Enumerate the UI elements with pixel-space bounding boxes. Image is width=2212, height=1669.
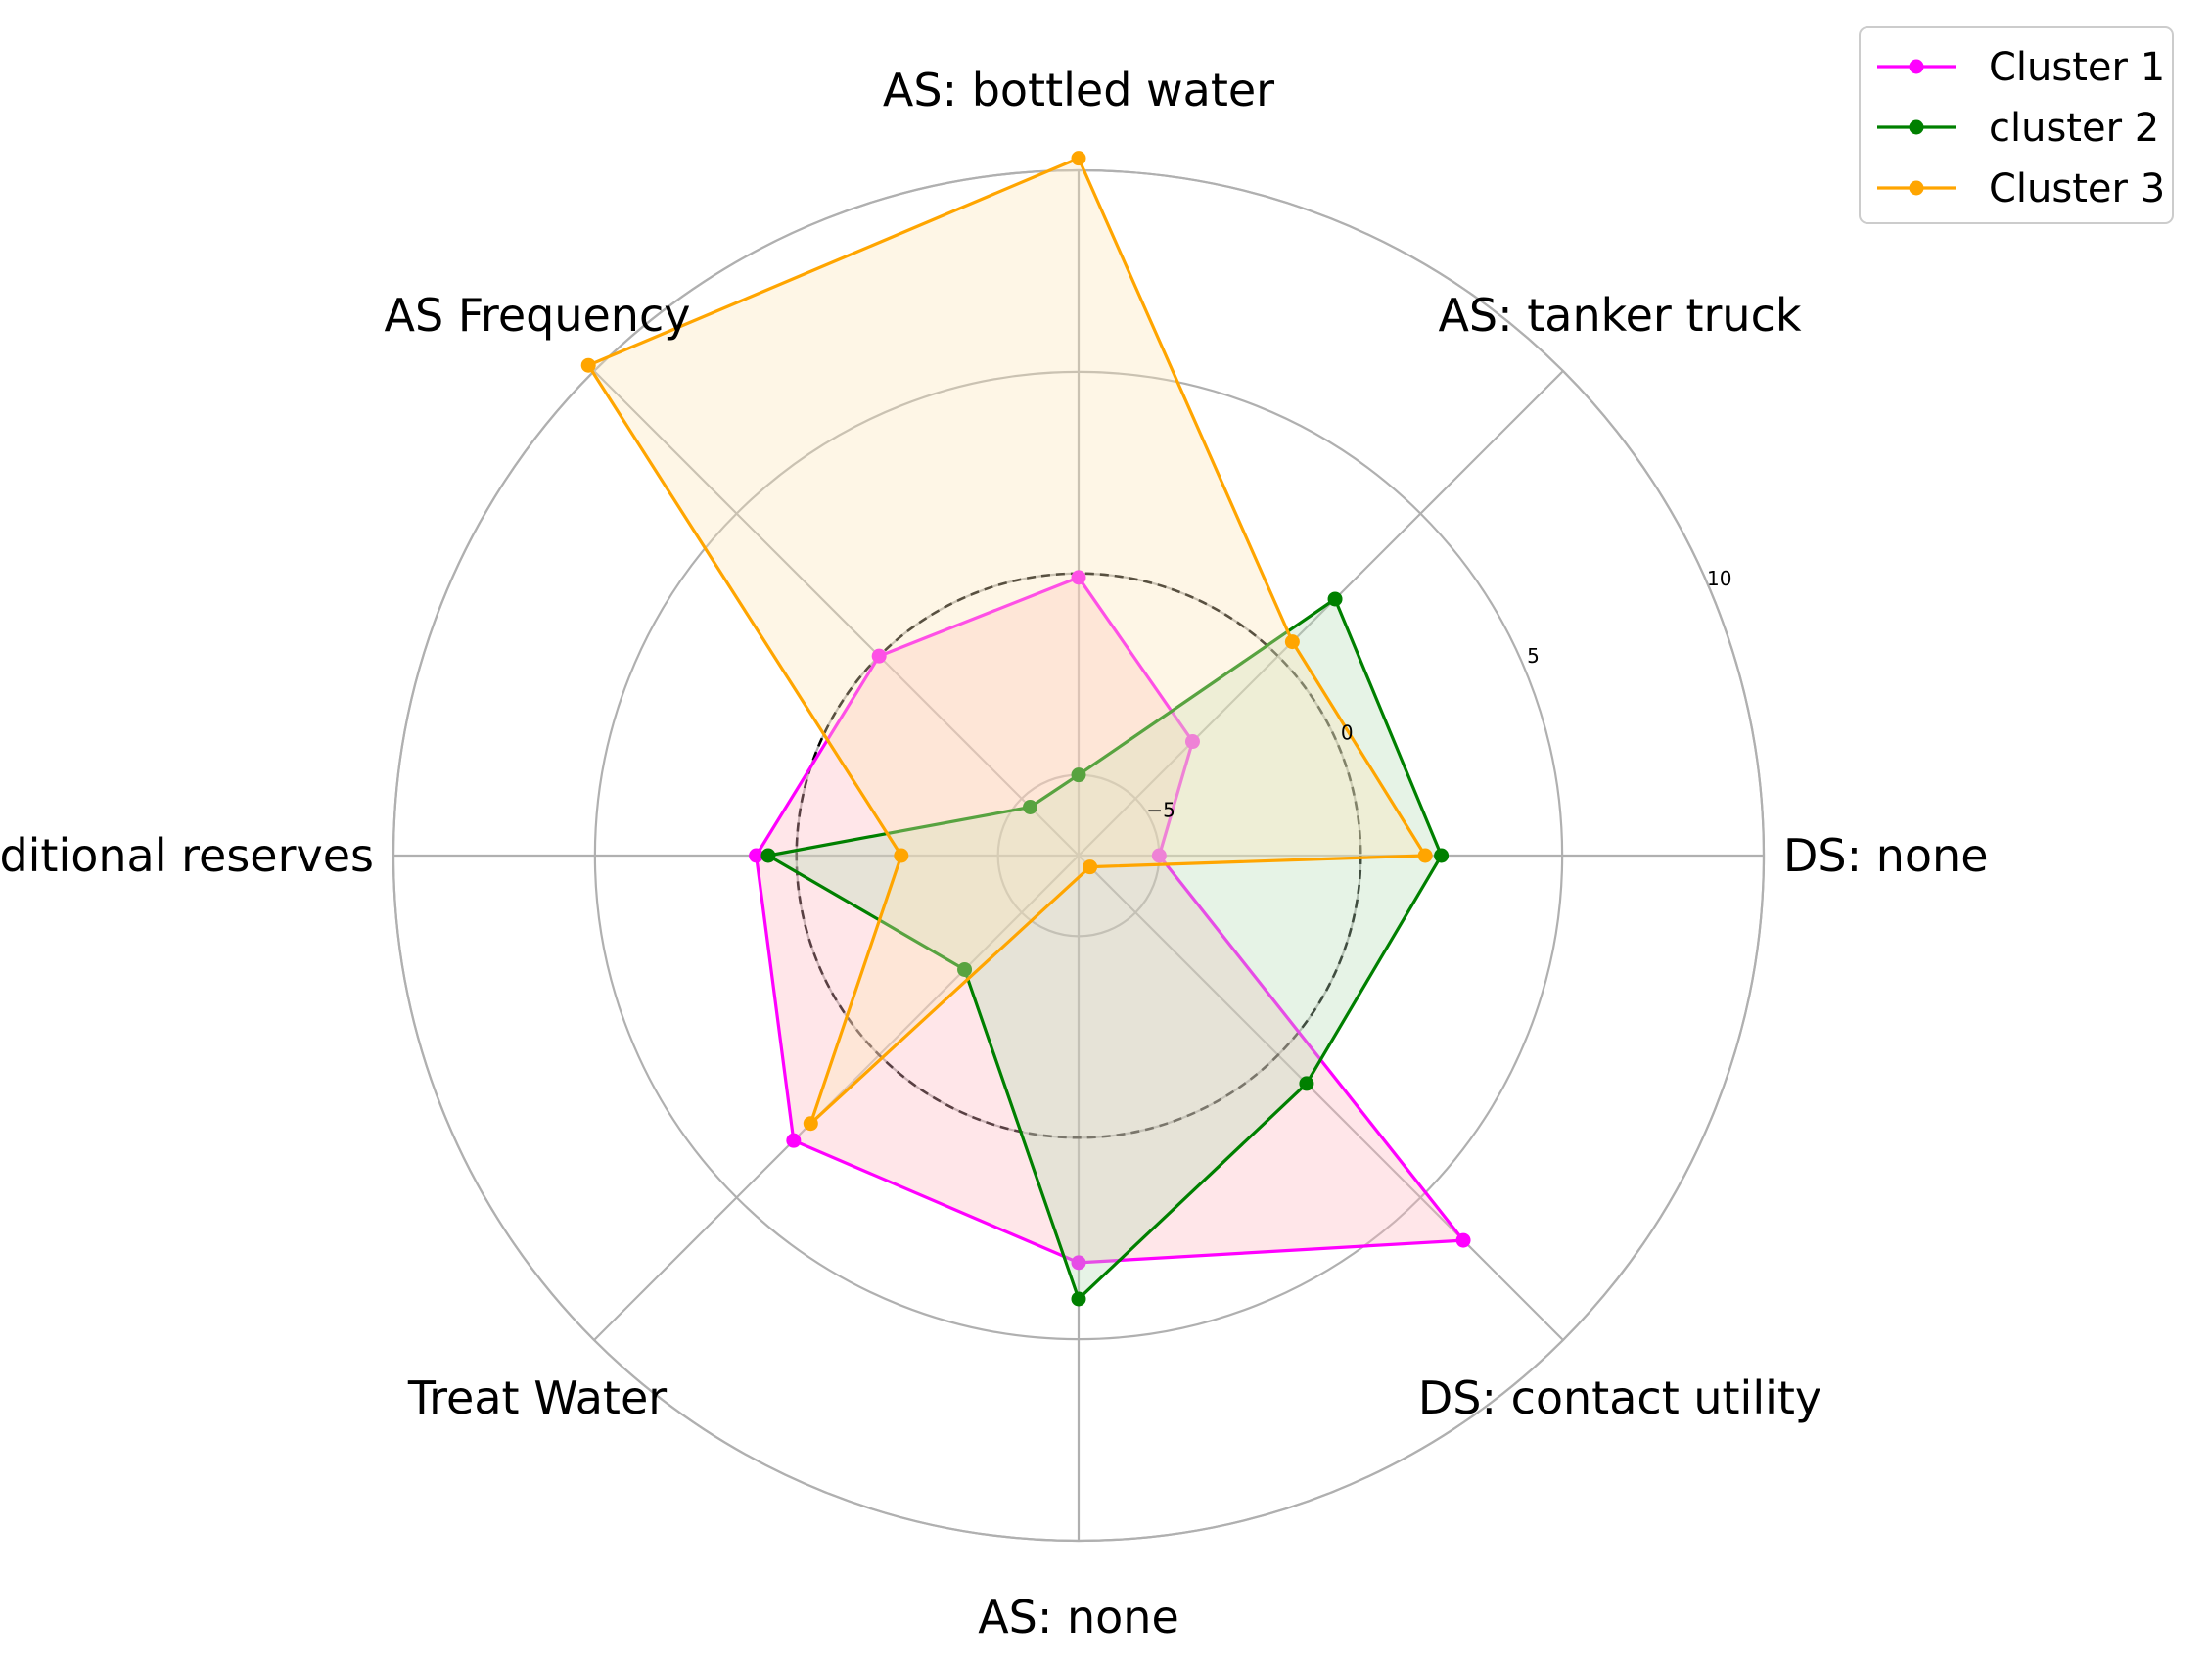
data-point bbox=[786, 1133, 802, 1148]
radar-grid bbox=[392, 168, 1766, 1543]
data-point bbox=[1071, 1291, 1086, 1307]
axis-label: DS: additional reserves bbox=[0, 829, 374, 882]
data-point bbox=[894, 848, 909, 863]
legend-label: cluster 2 bbox=[1989, 106, 2159, 151]
radial-tick-label: 10 bbox=[1707, 567, 1731, 590]
data-point bbox=[957, 961, 973, 977]
axis-label: AS: bottled water bbox=[883, 64, 1274, 116]
radial-tick-label: 0 bbox=[1341, 721, 1354, 745]
data-point bbox=[1284, 634, 1300, 650]
legend-marker bbox=[1909, 119, 1924, 135]
data-point bbox=[1071, 767, 1086, 783]
data-point bbox=[1299, 1076, 1314, 1091]
data-point bbox=[1071, 570, 1086, 585]
radar-series bbox=[580, 151, 1471, 1307]
legend: Cluster 1 cluster 2 Cluster 3 bbox=[1859, 26, 2174, 224]
data-point bbox=[1071, 1255, 1086, 1271]
axis-label: AS: none bbox=[978, 1591, 1179, 1644]
radial-tick-label: 5 bbox=[1527, 644, 1540, 668]
legend-label: Cluster 3 bbox=[1989, 166, 2165, 211]
data-point bbox=[1417, 848, 1433, 863]
axis-label: Treat Water bbox=[407, 1371, 667, 1424]
legend-marker bbox=[1909, 59, 1924, 74]
data-point bbox=[871, 648, 887, 664]
data-point bbox=[1434, 848, 1450, 863]
data-point bbox=[1184, 734, 1200, 750]
series-fill bbox=[756, 577, 1464, 1263]
data-point bbox=[1327, 591, 1343, 607]
axis-label: AS: tanker truck bbox=[1438, 289, 1801, 342]
data-point bbox=[1023, 800, 1038, 815]
legend-label: Cluster 1 bbox=[1989, 45, 2165, 90]
data-point bbox=[1151, 848, 1167, 863]
data-point bbox=[760, 848, 776, 863]
data-point bbox=[749, 848, 764, 863]
axis-label: AS Frequency bbox=[385, 289, 691, 342]
data-point bbox=[580, 357, 596, 373]
data-point bbox=[1071, 151, 1086, 166]
series-fill bbox=[767, 599, 1442, 1299]
grid-spoke bbox=[1078, 855, 1564, 1341]
series-fill bbox=[588, 158, 1426, 1124]
legend-box bbox=[1859, 26, 2174, 224]
data-point bbox=[1083, 859, 1098, 875]
grid-spoke bbox=[593, 370, 1080, 857]
data-point bbox=[1455, 1232, 1471, 1248]
radial-tick-label: −5 bbox=[1146, 798, 1175, 821]
axis-label: DS: contact utility bbox=[1418, 1371, 1821, 1424]
grid-spoke bbox=[1078, 370, 1564, 857]
axis-label: DS: none bbox=[1783, 829, 1989, 882]
legend-marker bbox=[1909, 180, 1924, 196]
series-line bbox=[586, 157, 1427, 1126]
data-point bbox=[803, 1116, 818, 1132]
